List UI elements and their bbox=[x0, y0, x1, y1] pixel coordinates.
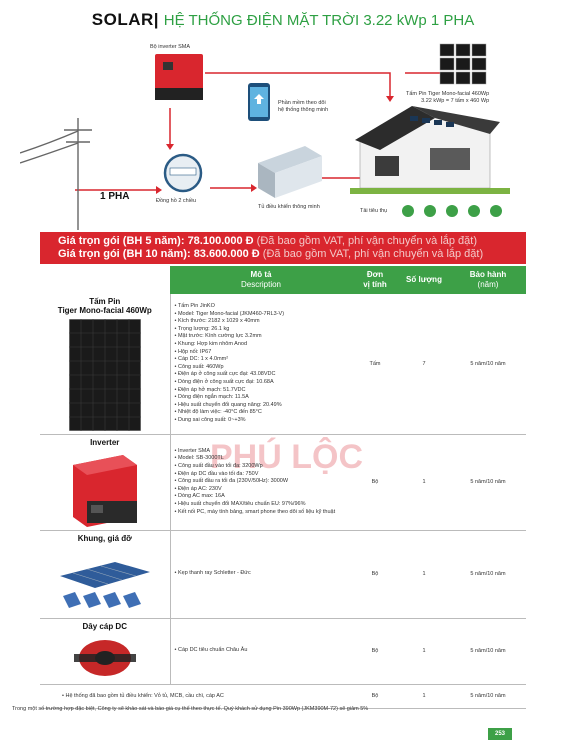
utility-pole-icon bbox=[20, 118, 92, 230]
inverter-diagram-icon bbox=[155, 54, 203, 100]
unit-cell: Bộ bbox=[352, 618, 398, 685]
unit-cell: Bộ bbox=[352, 530, 398, 619]
product-cell: Inverter bbox=[40, 434, 171, 531]
spec-item: Dòng điện ngắn mạch: 11.5A bbox=[175, 394, 349, 402]
spec-item: Kết nối PC, máy tính bảng, smart phone t… bbox=[175, 509, 349, 517]
price-bar: Giá trọn gói (BH 5 năm): 78.100.000 Đ (Đ… bbox=[40, 232, 526, 264]
solar-panel-icon bbox=[439, 43, 487, 85]
spec-item: Hộp nối: IP67 bbox=[175, 349, 349, 357]
spec-item: Điện áp hở mạch: 51.7VDC bbox=[175, 387, 349, 395]
title-text: HỆ THỐNG ĐIỆN MẶT TRỜI 3.22 kWp 1 PHA bbox=[163, 12, 475, 29]
unit-cell: Bộ bbox=[352, 434, 398, 531]
spec-list: Cáp DC tiêu chuẩn Châu Âu bbox=[170, 618, 352, 685]
qty-cell: 1 bbox=[398, 684, 450, 709]
bulb-icons bbox=[402, 205, 502, 217]
header-qty: Số lượng bbox=[398, 266, 450, 294]
spec-item: Điện áp DC đầu vào tối đa: 750V bbox=[175, 471, 349, 479]
inverter-image bbox=[72, 454, 137, 527]
meter-label: Đồng hồ 2 chiều bbox=[156, 198, 197, 204]
spec-item: Inverter SMA bbox=[175, 448, 349, 456]
header-blank bbox=[40, 266, 170, 294]
spec-item: Cáp DC tiêu chuẩn Châu Âu bbox=[175, 647, 349, 655]
meter-icon bbox=[163, 153, 203, 193]
product-cell: Dây cáp DC bbox=[40, 618, 171, 685]
qty-cell: 1 bbox=[398, 618, 450, 685]
unit-cell: Bộ bbox=[352, 684, 398, 709]
spec-list: Inverter SMAModel: SB-3000TLCông suất đầ… bbox=[170, 434, 352, 531]
page-title: SOLAR| HỆ THỐNG ĐIỆN MẶT TRỜI 3.22 kWp 1… bbox=[0, 10, 566, 30]
footnote: Trong một số trường hợp đặc biệt, Công t… bbox=[12, 706, 369, 712]
spec-item: Dòng AC max: 16A bbox=[175, 493, 349, 501]
spec-list: Kẹp thanh ray Schletter - Đức bbox=[170, 530, 352, 619]
qty-cell: 1 bbox=[398, 434, 450, 531]
extra-row-desc: • Hệ thống đã bao gồm tủ điều khiển: Vỏ … bbox=[40, 684, 352, 709]
spec-item: Kích thước: 2182 x 1029 x 40mm bbox=[175, 318, 349, 326]
solar-panel-image bbox=[68, 318, 142, 432]
product-name: Dây cáp DC bbox=[82, 621, 127, 631]
spec-item: Điện áp ở công suất cực đại: 43.08VDC bbox=[175, 371, 349, 379]
spec-item: Model: Tiger Mono-facial (JKM460-7RL3-V) bbox=[175, 311, 349, 319]
product-cell: Khung, giá đỡ bbox=[40, 530, 171, 619]
spec-item: Điện áp AC: 230V bbox=[175, 486, 349, 494]
spec-item: Cáp DC: 1 x 4.0mm² bbox=[175, 356, 349, 364]
page-number: 253 bbox=[488, 728, 512, 740]
inverter-label: Bộ inverter SMA bbox=[150, 44, 191, 50]
price-line-10y: Giá trọn gói (BH 10 năm): 83.600.000 Đ (… bbox=[58, 248, 484, 260]
mounting-frame-image bbox=[59, 561, 150, 608]
table-row: Khung, giá đỡ Kẹp thanh ray Schletter - … bbox=[40, 530, 526, 619]
unit-cell: Tấm bbox=[352, 294, 398, 435]
product-name: Tiger Mono-facial 460Wp bbox=[57, 306, 152, 315]
spec-item: Dung sai công suất: 0~+3% bbox=[175, 417, 349, 425]
spec-item: Tấm Pin JinKO bbox=[175, 303, 349, 311]
spec-item: Công suất đầu vào tối đa: 3200Wp bbox=[175, 463, 349, 471]
brand-label: SOLAR| bbox=[91, 10, 160, 29]
table-row: Inverter Inverter SMAModel: SB-3000TLCôn… bbox=[40, 434, 526, 531]
dc-cable-image bbox=[73, 639, 136, 676]
product-cell: Tấm Pin Tiger Mono-facial 460Wp bbox=[40, 294, 171, 435]
warranty-cell: 5 năm/10 năm bbox=[450, 684, 526, 709]
warranty-cell: 5 năm/10 năm bbox=[450, 294, 526, 435]
system-diagram: Bộ inverter SMA Tấm Pin Tiger Mono-facia… bbox=[20, 38, 550, 230]
warranty-cell: 5 năm/10 năm bbox=[450, 530, 526, 619]
app-label: Phần mềm theo dõi hệ thống thông minh bbox=[278, 100, 329, 114]
spec-item: Trọng lượng: 26.1 kg bbox=[175, 326, 349, 334]
spec-item: Hiệu suất chuyển đổi quang năng: 20.49% bbox=[175, 402, 349, 410]
spec-item: Hiệu suất chuyển đổi MAX/tiêu chuẩn EU: … bbox=[175, 501, 349, 509]
warranty-cell: 5 năm/10 năm bbox=[450, 434, 526, 531]
product-name: Inverter bbox=[90, 437, 120, 447]
warranty-cell: 5 năm/10 năm bbox=[450, 618, 526, 685]
table-row: Tấm Pin Tiger Mono-facial 460Wp Tấm Pin … bbox=[40, 294, 526, 435]
spec-item: Kẹp thanh ray Schletter - Đức bbox=[175, 570, 349, 578]
spec-item: Dòng điện ở công suất cực đại: 10.68A bbox=[175, 379, 349, 387]
spec-item: Nhiệt độ làm việc: -40°C đến 85°C bbox=[175, 409, 349, 417]
spec-item: Model: SB-3000TL bbox=[175, 455, 349, 463]
price-line-5y: Giá trọn gói (BH 5 năm): 78.100.000 Đ (Đ… bbox=[58, 235, 478, 247]
product-name: Khung, giá đỡ bbox=[77, 533, 132, 543]
spec-item: Mặt trước: Kính cường lực 3.2mm bbox=[175, 333, 349, 341]
table-row: Dây cáp DC Cáp DC tiêu chuẩn Châu Âu Bộ … bbox=[40, 618, 526, 685]
phone-icon bbox=[248, 83, 270, 121]
spec-item: Công suất đầu ra tối đa (230V/50Hz): 300… bbox=[175, 478, 349, 486]
spec-item: Công suất: 460Wp bbox=[175, 364, 349, 372]
header-warranty: Bảo hành(năm) bbox=[450, 266, 526, 294]
spec-item: Khung: Hợp kim nhôm Anod bbox=[175, 341, 349, 349]
cabinet-label: Tủ điều khiển thông minh bbox=[258, 204, 320, 210]
table-row: • Hệ thống đã bao gồm tủ điều khiển: Vỏ … bbox=[40, 684, 526, 709]
spec-list: Tấm Pin JinKOModel: Tiger Mono-facial (J… bbox=[170, 294, 352, 435]
phase-label: 1 PHA bbox=[100, 191, 130, 202]
load-label: Tải tiêu thụ bbox=[360, 208, 388, 214]
product-name: Tấm Pin bbox=[89, 297, 121, 306]
qty-cell: 1 bbox=[398, 530, 450, 619]
house-icon bbox=[350, 106, 510, 194]
cabinet-icon bbox=[258, 146, 322, 198]
qty-cell: 7 bbox=[398, 294, 450, 435]
panel-label: Tấm Pin Tiger Mono-facial 460Wp 3.22 kWp… bbox=[406, 91, 490, 105]
